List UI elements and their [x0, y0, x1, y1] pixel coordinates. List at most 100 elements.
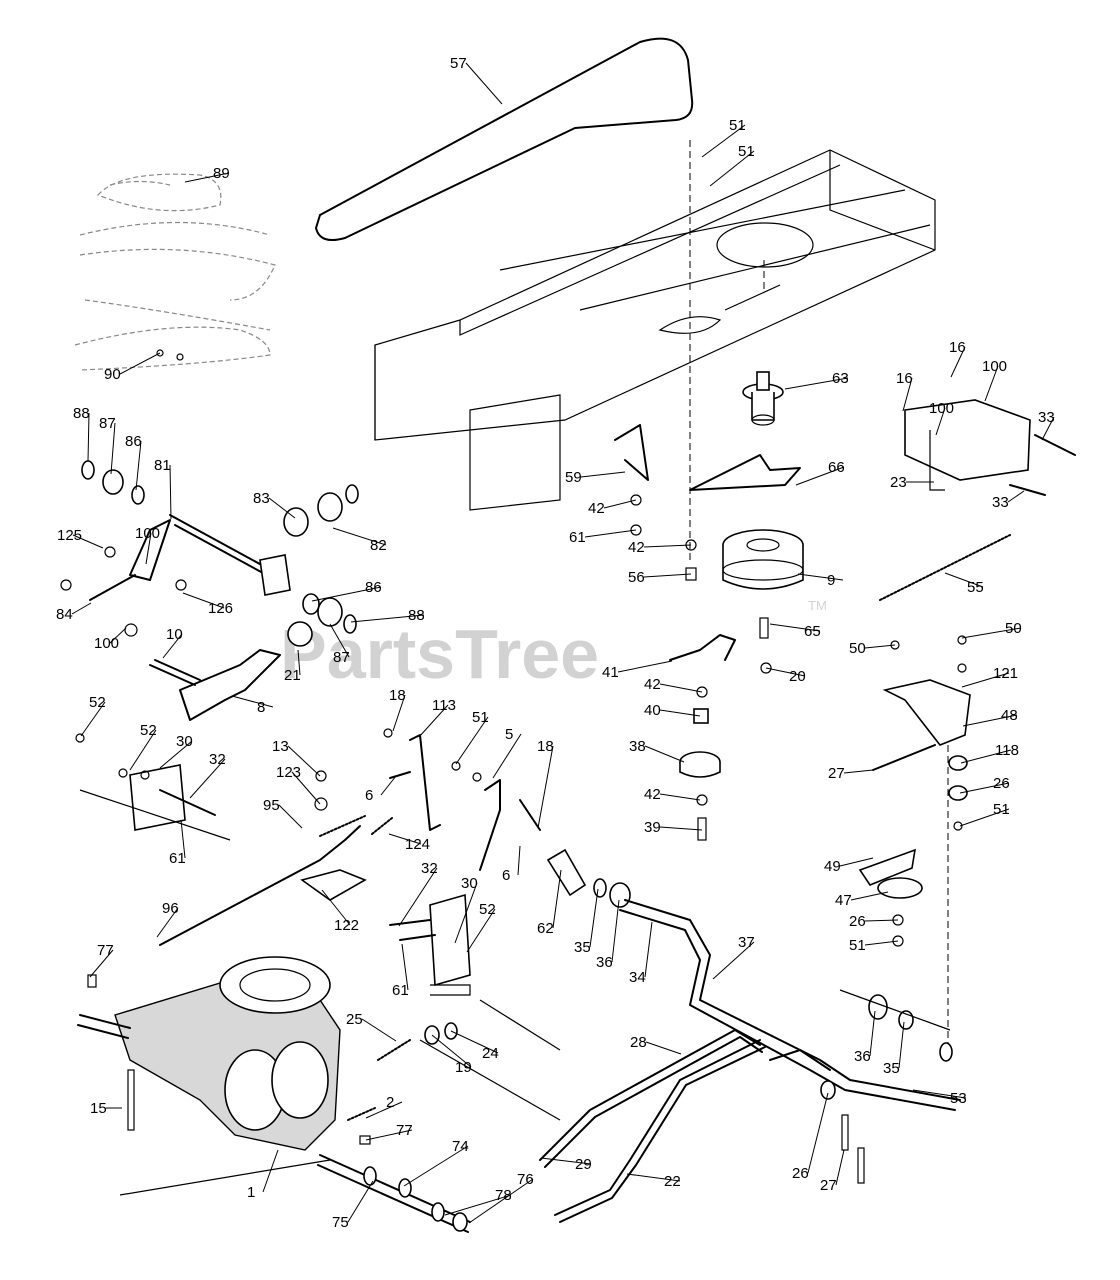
leader-l88b — [350, 614, 425, 623]
callout-l50b: 50 — [1005, 620, 1022, 637]
leader-l48 — [962, 714, 1018, 727]
callout-l61b: 61 — [169, 850, 186, 867]
leader-l66 — [795, 466, 845, 486]
callout-l42d: 42 — [644, 786, 661, 803]
callout-l33b: 33 — [992, 494, 1009, 511]
callout-l42b: 42 — [628, 539, 645, 556]
callout-l100d: 100 — [94, 635, 119, 652]
callout-l22: 22 — [664, 1173, 681, 1190]
leader-l88a — [87, 412, 90, 462]
leader-l38 — [644, 745, 685, 763]
leader-l22 — [626, 1173, 681, 1182]
callout-l88a: 88 — [73, 405, 90, 422]
leader-l39 — [659, 826, 703, 831]
callout-l30a: 30 — [176, 733, 193, 750]
leader-l6a — [380, 775, 397, 796]
callout-l61c: 61 — [392, 982, 409, 999]
leader-l74 — [403, 1145, 469, 1187]
part-63-pulley — [742, 371, 784, 426]
leader-l76 — [468, 1178, 534, 1224]
leader-l26b — [864, 919, 899, 922]
callout-l63: 63 — [832, 370, 849, 387]
leader-l55 — [944, 572, 984, 588]
callout-l48: 48 — [1001, 707, 1018, 724]
leader-l30b — [454, 882, 478, 944]
leader-l47 — [850, 891, 889, 901]
callout-l16a: 16 — [896, 370, 913, 387]
callout-l42a: 42 — [588, 500, 605, 517]
callout-l37: 37 — [738, 934, 755, 951]
leader-l126 — [182, 592, 225, 609]
leader-l42c — [659, 683, 703, 693]
callout-l50a: 50 — [849, 640, 866, 657]
leader-l52a — [80, 701, 106, 737]
callout-l121: 121 — [993, 665, 1018, 682]
leader-l121 — [961, 672, 1010, 688]
leader-l32a — [189, 758, 226, 799]
callout-l27a: 27 — [828, 765, 845, 782]
callout-l8: 8 — [257, 699, 265, 716]
part-66-rod — [689, 454, 801, 491]
leader-l33a — [1041, 416, 1055, 441]
callout-l74: 74 — [452, 1138, 469, 1155]
callout-l20: 20 — [789, 668, 806, 685]
leader-l87a — [110, 422, 116, 475]
leader-l9 — [797, 573, 844, 581]
leader-l122 — [321, 889, 351, 926]
leader-l30a — [159, 740, 193, 769]
callout-l96: 96 — [162, 900, 179, 917]
leader-l5 — [492, 733, 522, 779]
part-23-bracket — [904, 399, 1076, 496]
leader-l42a — [603, 499, 637, 509]
callout-l21: 21 — [284, 667, 301, 684]
callout-l81: 81 — [154, 457, 171, 474]
leader-l8 — [231, 695, 274, 708]
leader-l86a — [135, 440, 142, 491]
callout-l6a: 6 — [365, 787, 373, 804]
callout-l38: 38 — [629, 738, 646, 755]
leader-l35a — [589, 888, 599, 948]
callout-l26a: 26 — [993, 775, 1010, 792]
callout-l82: 82 — [370, 537, 387, 554]
leader-l78 — [444, 1194, 512, 1216]
callout-l90: 90 — [104, 366, 121, 383]
callout-l125: 125 — [57, 527, 82, 544]
part-81-shaft — [129, 514, 291, 596]
callout-l88b: 88 — [408, 607, 425, 624]
callout-l9: 9 — [827, 572, 835, 589]
leader-l52b — [129, 729, 157, 771]
leader-l18b — [537, 745, 554, 829]
callout-l86b: 86 — [365, 579, 382, 596]
callout-l113: 113 — [432, 697, 456, 714]
leader-l33b — [1007, 490, 1025, 503]
callout-l1: 1 — [247, 1184, 255, 1201]
leader-l100b — [935, 407, 946, 436]
part-95-rod — [159, 825, 361, 946]
leader-l6b — [517, 845, 521, 876]
leader-l16a — [902, 377, 913, 412]
leader-l63 — [784, 377, 849, 390]
leader-l75 — [347, 1180, 374, 1223]
leader-l10 — [162, 633, 183, 659]
leader-l51c — [959, 808, 1010, 827]
callout-l33a: 33 — [1038, 409, 1055, 426]
callout-l51e: 51 — [849, 937, 866, 954]
callout-l100a: 100 — [982, 358, 1007, 375]
leader-l90 — [119, 352, 161, 375]
leader-l25 — [361, 1018, 397, 1042]
callout-l55: 55 — [967, 579, 984, 596]
callout-l89: 89 — [213, 165, 230, 182]
callout-l42c: 42 — [644, 676, 661, 693]
part-113-bracket — [389, 734, 441, 831]
callout-l47: 47 — [835, 892, 852, 909]
callout-l126: 126 — [208, 600, 233, 617]
callout-l24: 24 — [482, 1045, 499, 1062]
part-89-ghost-panel — [74, 173, 276, 371]
callout-l59: 59 — [565, 469, 582, 486]
callout-l52c: 52 — [479, 901, 496, 918]
callout-l15: 15 — [90, 1100, 107, 1117]
callout-l51d: 51 — [472, 709, 489, 726]
leader-l95 — [278, 804, 303, 829]
leader-l51e — [864, 940, 899, 946]
leader-l52c — [466, 908, 496, 953]
